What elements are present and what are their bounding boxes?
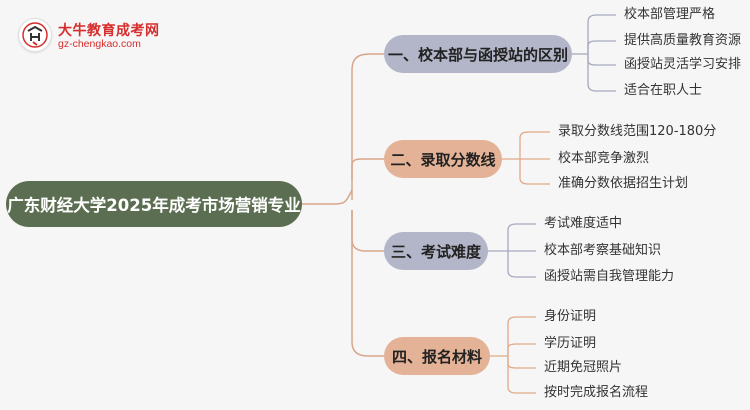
leaf-node: 校本部考察基础知识 bbox=[544, 243, 662, 258]
leaf-node: 校本部竞争激烈 bbox=[558, 151, 650, 166]
leaf-node: 提供高质量教育资源 bbox=[624, 33, 742, 48]
branch-node-4: 四、报名材料 bbox=[384, 337, 490, 375]
leaf-node: 近期免冠照片 bbox=[544, 360, 623, 375]
logo-icon bbox=[18, 18, 52, 52]
leaf-node: 函授站灵活学习安排 bbox=[624, 57, 742, 72]
leaf-node: 函授站需自我管理能力 bbox=[544, 269, 675, 284]
leaf-node: 准确分数依据招生计划 bbox=[558, 176, 689, 191]
leaf-node: 校本部管理严格 bbox=[624, 7, 716, 22]
root-node: 广东财经大学2025年成考市场营销专业 bbox=[6, 181, 302, 227]
branch-node-2: 二、录取分数线 bbox=[384, 140, 502, 178]
brand-logo: 大牛教育成考网 gz-chengkao.com bbox=[18, 18, 178, 56]
leaf-node: 身份证明 bbox=[544, 309, 597, 324]
leaf-node: 录取分数线范围120-180分 bbox=[558, 124, 717, 139]
leaf-node: 适合在职人士 bbox=[624, 83, 703, 98]
brand-url: gz-chengkao.com bbox=[58, 38, 141, 50]
brand-title: 大牛教育成考网 bbox=[58, 23, 160, 39]
branch-node-1: 一、校本部与函授站的区别 bbox=[384, 35, 572, 73]
branch-node-3: 三、考试难度 bbox=[384, 232, 488, 270]
leaf-node: 学历证明 bbox=[544, 336, 597, 351]
leaf-node: 按时完成报名流程 bbox=[544, 385, 649, 400]
leaf-node: 考试难度适中 bbox=[544, 216, 623, 231]
